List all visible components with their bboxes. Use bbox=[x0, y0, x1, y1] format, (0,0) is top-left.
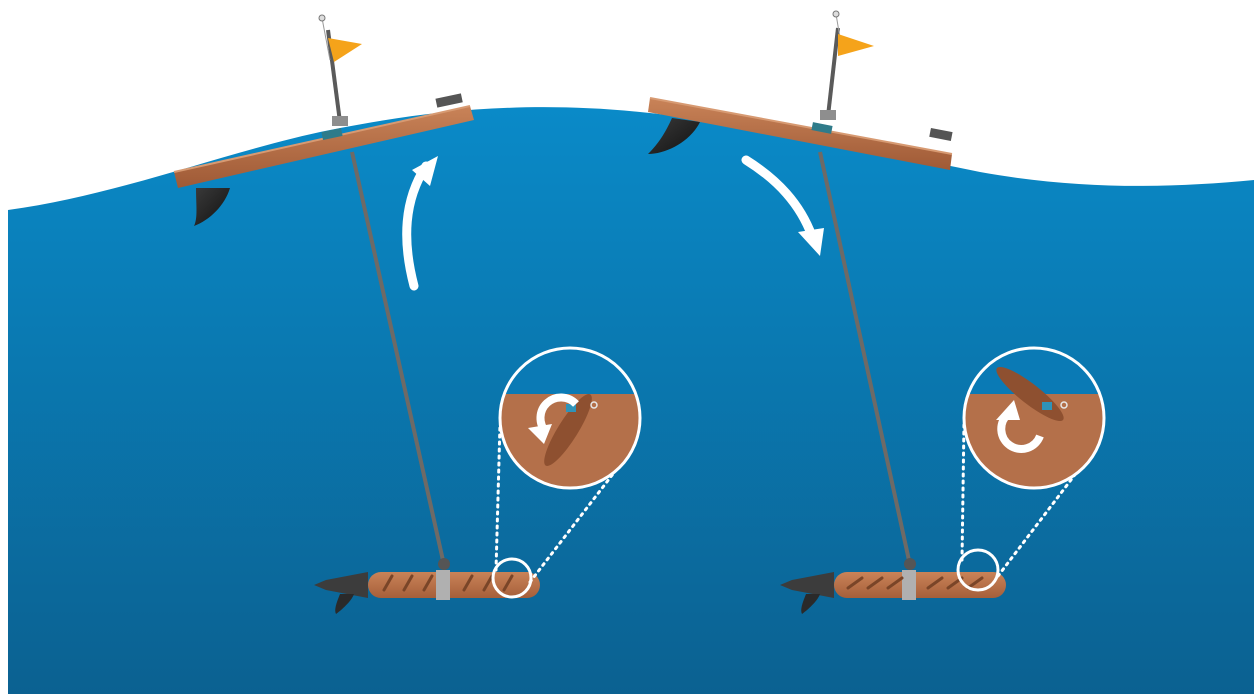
arrow-down-right bbox=[741, 155, 817, 241]
phase-rising bbox=[173, 14, 642, 614]
flag-right bbox=[838, 34, 874, 56]
fin-left bbox=[194, 188, 230, 226]
wing-left bbox=[544, 393, 592, 467]
sub-glider-left bbox=[314, 558, 540, 614]
surface-float-right bbox=[648, 97, 953, 170]
zoom-line-left-a bbox=[494, 422, 502, 572]
mast-flag-left bbox=[318, 14, 362, 126]
arrow-up-left bbox=[402, 161, 431, 291]
zoom-target-right bbox=[956, 548, 1000, 592]
sub-glider-right bbox=[780, 558, 1006, 614]
surface-float-left bbox=[173, 93, 474, 188]
tether-right bbox=[818, 151, 912, 566]
zoom-line-right-a bbox=[960, 420, 966, 562]
flag-left bbox=[328, 38, 362, 62]
mast-flag-right bbox=[820, 10, 874, 120]
rotate-ccw-arrow-left bbox=[536, 393, 579, 435]
tether-left bbox=[350, 151, 446, 566]
zoom-target-left bbox=[491, 557, 533, 599]
fin-right bbox=[648, 118, 700, 154]
zoom-line-left-b bbox=[528, 468, 618, 584]
zoom-line-right-b bbox=[996, 466, 1082, 578]
rotate-cw-arrow-right bbox=[997, 411, 1044, 453]
